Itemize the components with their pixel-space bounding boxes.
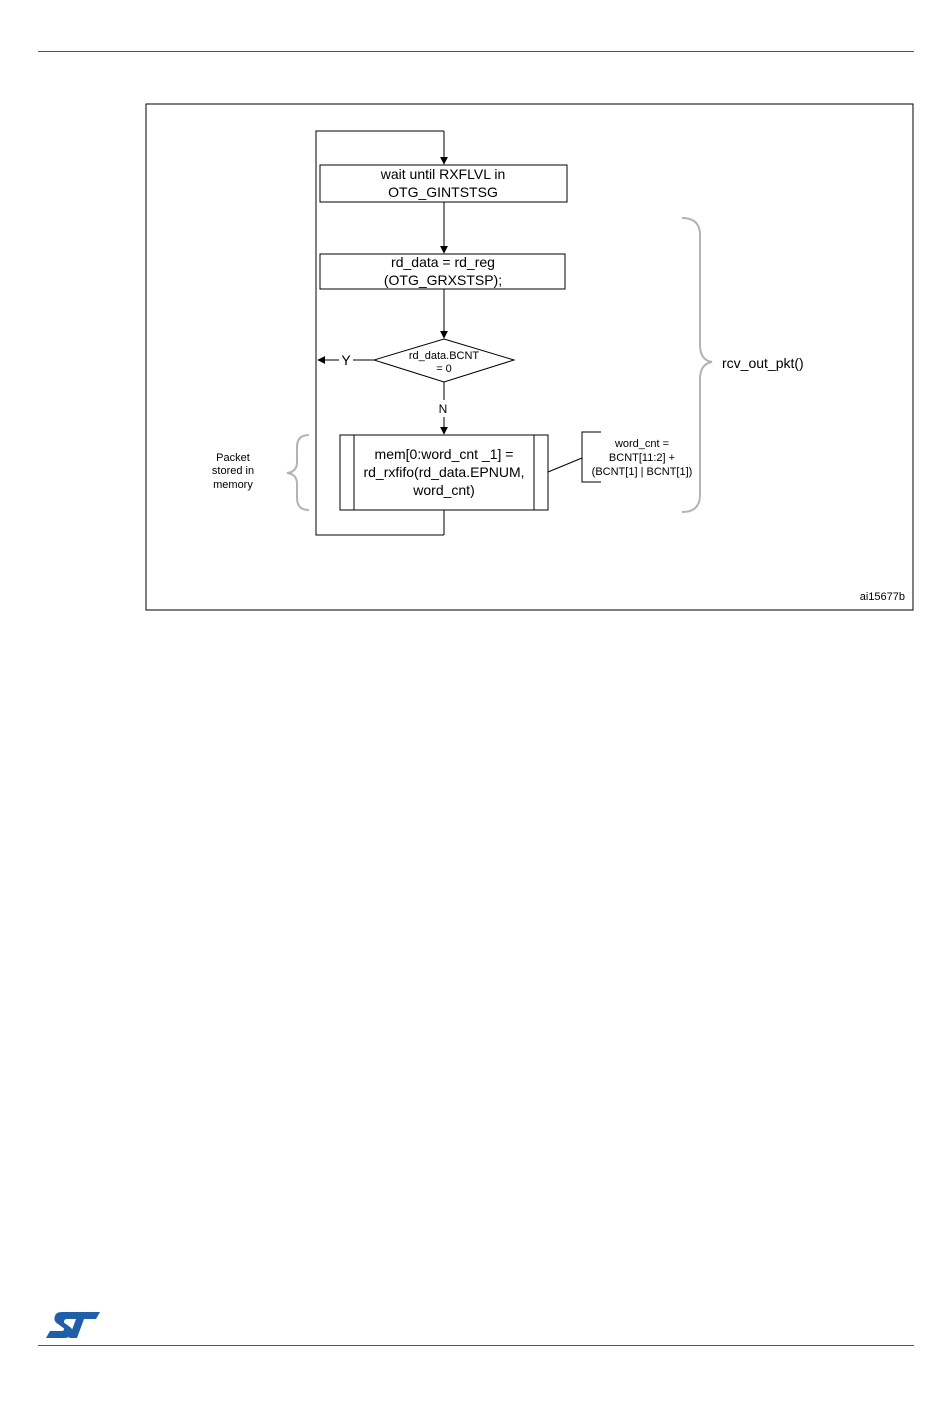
wait-box-line-2: OTG_GINTSTSG: [388, 184, 498, 200]
function-label: rcv_out_pkt(): [722, 355, 804, 371]
read-box-line-1: rd_data = rd_reg: [391, 254, 495, 270]
yes-label: Y: [341, 352, 351, 368]
word-cnt-line-1: word_cnt =: [614, 438, 669, 450]
store-box-line-3: word_cnt): [412, 482, 474, 498]
figure-id: ai15677b: [860, 591, 905, 603]
annotation-connector: [548, 458, 582, 472]
store-box-line-2: rd_rxfifo(rd_data.EPNUM,: [363, 464, 524, 480]
read-box-line-2: (OTG_GRXSTSP);: [384, 272, 502, 288]
packet-line-2: stored in: [212, 465, 254, 477]
footer-rule: [38, 1345, 914, 1346]
st-logo-icon: [44, 1310, 102, 1340]
left-brace: [287, 435, 309, 510]
packet-line-3: memory: [213, 479, 253, 491]
decision-line-2: = 0: [436, 363, 452, 375]
wait-box-line-1: wait until RXFLVL in: [380, 166, 506, 182]
no-label: N: [439, 402, 448, 416]
word-cnt-line-2: BCNT[11:2] +: [609, 452, 675, 464]
store-box-line-1: mem[0:word_cnt _1] =: [375, 446, 514, 462]
word-cnt-line-3: (BCNT[1] | BCNT[1]): [592, 466, 693, 478]
decision-line-1: rd_data.BCNT: [409, 350, 480, 362]
packet-line-1: Packet: [216, 452, 250, 464]
